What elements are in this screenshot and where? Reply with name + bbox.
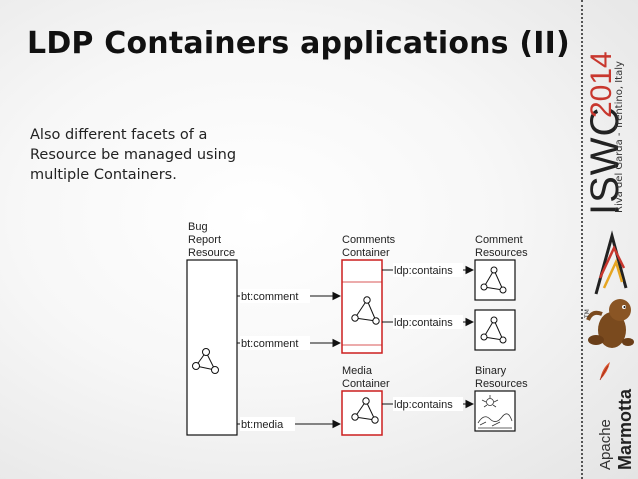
edge-label-bt-comment-1: bt:comment [241,291,298,303]
binary-resource-image-icon [477,395,513,429]
binary-resource-box [474,390,516,432]
edge-label-ldp-contains-2: ldp:contains [394,317,453,329]
bug-report-label-2: Report [188,234,221,246]
comments-container-label-2: Container [342,247,390,259]
bug-report-graph-icon [192,348,219,374]
slide-body-text: Also different facets of a Resource be m… [30,127,237,183]
bug-report-box [186,259,238,436]
comments-container-label-1: Comments [342,234,396,246]
slide-title: LDP Containers applications (II) [27,26,570,61]
comments-container-graph-icon [351,296,380,325]
apache-label: Apache [597,419,614,470]
sidebar-divider [581,0,583,479]
bug-report-label-3: Resource [188,247,235,259]
comment-resources-label-2: Resources [475,247,528,259]
branding-sidebar: ISWC 2014 Riva del Garda - Trentino, Ita… [578,0,638,479]
comments-container-box [341,259,383,354]
media-container-label-1: Media [342,365,373,377]
iswc-location: Riva del Garda - Trentino, Italy [614,61,625,213]
edge-label-ldp-contains-3: ldp:contains [394,399,453,411]
edge-label-bt-media: bt:media [241,419,284,431]
comment-resource-box-2 [474,309,516,351]
comment-resource-graph-icon-2 [480,316,507,344]
comment-resources-label-1: Comment [475,234,523,246]
marmotta-tm: TM [584,309,591,318]
binary-resources-label-1: Binary [475,365,507,377]
media-container-graph-icon [351,397,379,424]
comment-resource-graph-icon-1 [480,266,507,294]
edge-label-ldp-contains-1: ldp:contains [394,265,453,277]
apache-feather-icon [599,362,610,381]
iswc-wave-logo-icon [594,230,628,295]
bug-report-label-1: Bug [188,221,208,233]
comment-resource-box-1 [474,259,516,301]
binary-resources-label-2: Resources [475,378,528,390]
marmotta-mascot-icon [586,299,634,348]
marmotta-label: Marmotta [615,388,635,470]
media-container-label-2: Container [342,378,390,390]
media-container-box [341,390,383,436]
edge-label-bt-comment-2: bt:comment [241,338,298,350]
